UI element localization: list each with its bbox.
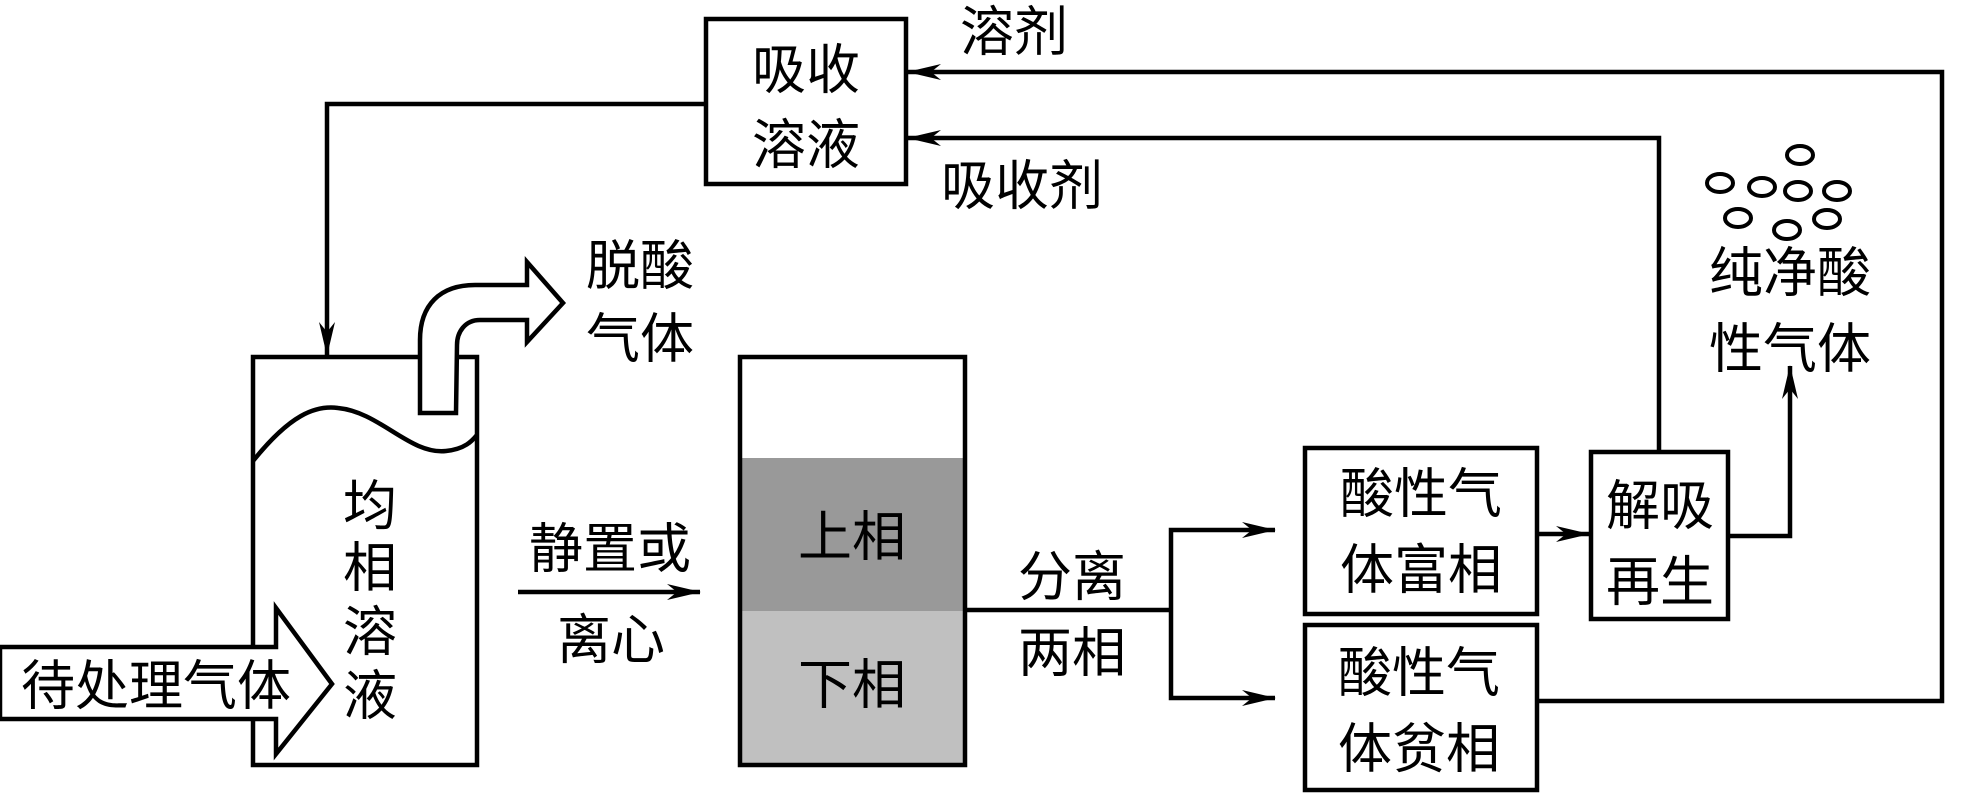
- absorption-solution-label-1: 吸收: [752, 39, 860, 102]
- lower-phase-fill: [740, 611, 965, 765]
- poor-phase-label-1: 酸性气: [1338, 642, 1500, 705]
- acid-gas-rich-phase-box: 酸性气 体富相: [1302, 445, 1540, 617]
- homogeneous-solution-char-1: 均: [343, 475, 397, 538]
- settle-or-centrifuge-label-2: 离心: [557, 609, 665, 672]
- gas-to-treat-arrow: [0, 601, 335, 761]
- pure-acid-gas-label-1: 纯净酸: [1709, 242, 1871, 305]
- regeneration-to-pure-gas-arrow: [1728, 365, 1798, 539]
- homogeneous-solution-char-3: 溶: [343, 601, 397, 664]
- solvent-return-line: [907, 64, 1945, 704]
- pure-acid-gas-label-2: 性气体: [1709, 318, 1871, 381]
- gas-bubbles-icon: [1705, 144, 1852, 241]
- split-to-poor-line: [1168, 610, 1276, 706]
- homogeneous-solution-vessel: 均 相 溶 液: [250, 354, 480, 768]
- upper-phase-label: 上相: [798, 506, 906, 569]
- rich-phase-label-2: 体富相: [1340, 539, 1502, 602]
- deacidified-gas-label-2: 气体: [586, 308, 694, 371]
- separate-two-phases-label-1: 分离: [1018, 546, 1126, 609]
- lower-phase-label: 下相: [798, 654, 906, 717]
- absorption-solution-label-2: 溶液: [752, 114, 860, 177]
- liquid-surface-wave: [251, 405, 479, 463]
- rich-phase-label-1: 酸性气: [1340, 463, 1502, 526]
- deacidified-gas-outlet-arrow: [417, 256, 567, 416]
- phase-separation-vessel: 上相 下相: [737, 354, 968, 768]
- gas-to-treat-label: 待处理气体: [21, 655, 291, 718]
- regeneration-label-2: 再生: [1606, 551, 1714, 614]
- absorbent-return-line: [907, 130, 1662, 452]
- settle-or-centrifuge-label-1: 静置或: [529, 518, 691, 581]
- homogeneous-solution-char-2: 相: [343, 537, 397, 600]
- feed-line-to-vessel: [319, 101, 706, 356]
- desorption-regeneration-box: 解吸 再生: [1588, 449, 1731, 622]
- absorption-solution-box: 吸收 溶液: [703, 16, 909, 187]
- regeneration-label-1: 解吸: [1606, 475, 1714, 538]
- upper-phase-fill: [740, 458, 965, 611]
- absorbent-label: 吸收剂: [941, 155, 1103, 218]
- poor-phase-label-2: 体贫相: [1338, 718, 1500, 781]
- split-to-rich-line: [1168, 522, 1276, 610]
- solvent-label: 溶剂: [960, 1, 1068, 64]
- separate-two-phases-label-2: 两相: [1018, 622, 1126, 685]
- deacidified-gas-label-1: 脱酸: [586, 235, 694, 298]
- homogeneous-solution-char-4: 液: [343, 665, 397, 728]
- acid-gas-poor-phase-box: 酸性气 体贫相: [1302, 622, 1540, 793]
